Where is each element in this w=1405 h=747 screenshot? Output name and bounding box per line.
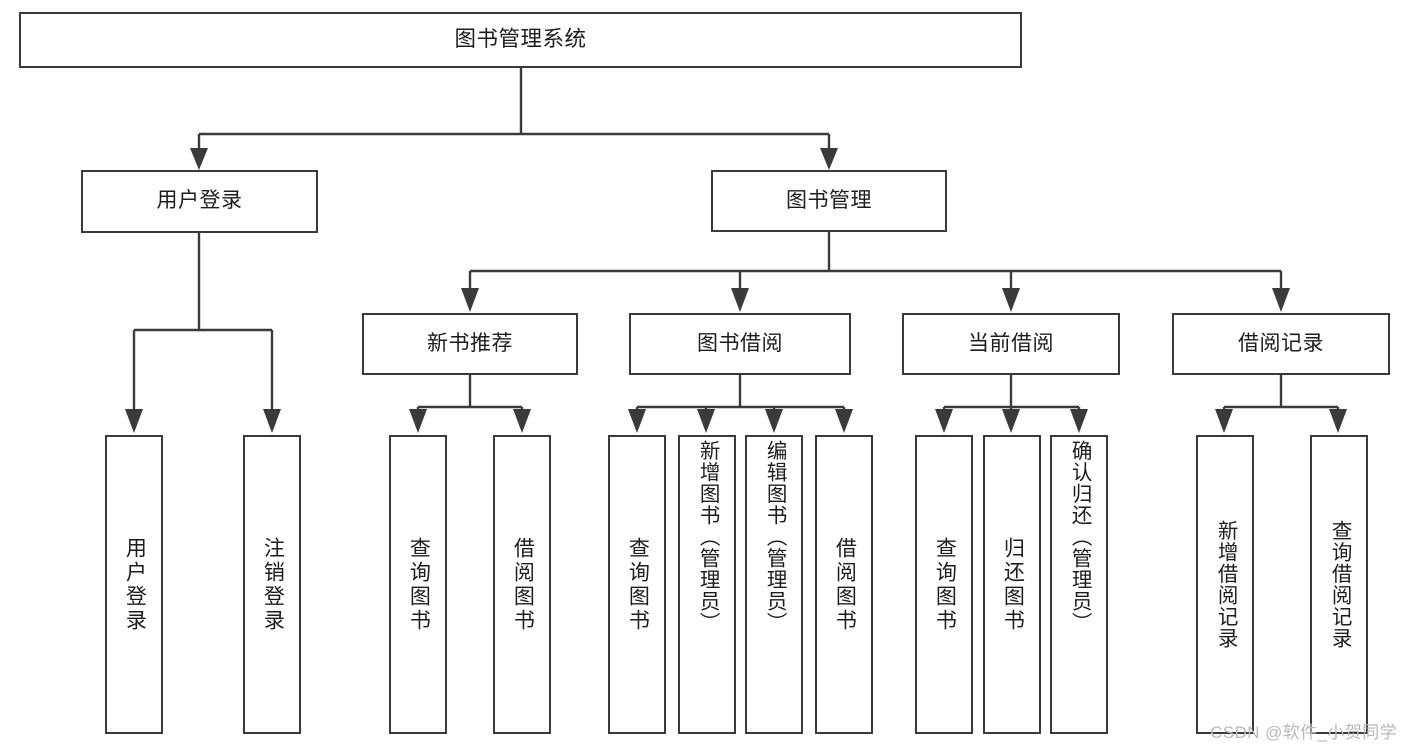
node-leaf-user-login[interactable]: 用户登录 [105,435,163,734]
arrow-leaf-add-record [1215,409,1233,433]
node-label: 借阅记录 [1238,331,1324,355]
arrow-leaf-return-book [1002,409,1020,433]
arrow-leaf-query-book-3 [935,409,953,433]
node-label: 归还图书 [1001,536,1025,633]
arrow-bookmgmt [820,148,838,170]
node-user-login[interactable]: 用户登录 [81,170,318,233]
node-book-borrow[interactable]: 图书借阅 [629,313,851,375]
node-leaf-borrow-book-2[interactable]: 借阅图书 [815,435,873,734]
node-leaf-query-book-1[interactable]: 查询图书 [389,435,447,734]
node-root-book-management-system[interactable]: 图书管理系统 [19,12,1022,68]
node-label: 新增图书（管理员） [696,440,720,634]
arrow-leaf-add-book [697,409,715,433]
node-label: 用户登录 [123,536,147,633]
arrow-userlogin [190,148,208,170]
node-borrow-record[interactable]: 借阅记录 [1172,313,1390,375]
watermark: CSDN @软件_小贺同学 [1210,723,1397,742]
arrow-leaf-borrow-book-1 [513,409,531,433]
node-label: 查询图书 [407,536,431,633]
node-label: 注销登录 [261,536,285,633]
node-current-borrow[interactable]: 当前借阅 [902,313,1120,375]
arrow-leaf-user-login [125,409,143,433]
arrow-leaf-query-book-1 [409,409,427,433]
node-label: 查询图书 [626,536,650,633]
node-leaf-confirm-return[interactable]: 确认归还（管理员） [1050,435,1108,734]
arrow-new-book-recommend [461,288,479,312]
node-label: 图书管理系统 [454,27,587,52]
node-leaf-add-record[interactable]: 新增借阅记录 [1196,435,1254,734]
arrow-leaf-confirm-return [1070,409,1088,433]
node-leaf-edit-book[interactable]: 编辑图书（管理员） [745,435,803,734]
node-label: 图书借阅 [697,331,783,355]
node-label: 借阅图书 [511,536,535,633]
arrow-book-borrow [731,288,749,312]
node-label: 新书推荐 [427,331,513,355]
node-label: 借阅图书 [833,536,857,633]
arrow-leaf-query-record [1329,409,1347,433]
node-label: 编辑图书（管理员） [763,440,787,634]
node-leaf-borrow-book-1[interactable]: 借阅图书 [493,435,551,734]
node-leaf-query-book-2[interactable]: 查询图书 [608,435,666,734]
arrow-leaf-query-book-2 [628,409,646,433]
node-leaf-return-book[interactable]: 归还图书 [983,435,1041,734]
node-label: 当前借阅 [968,331,1054,355]
node-label: 新增借阅记录 [1214,520,1238,649]
node-leaf-logout-login[interactable]: 注销登录 [243,435,301,734]
arrow-leaf-logout-login [263,409,281,433]
node-label: 图书管理 [786,188,872,212]
node-leaf-add-book[interactable]: 新增图书（管理员） [678,435,736,734]
node-label: 查询借阅记录 [1328,520,1352,649]
node-leaf-query-record[interactable]: 查询借阅记录 [1310,435,1368,734]
arrow-leaf-borrow-book-2 [835,409,853,433]
node-new-book-recommend[interactable]: 新书推荐 [362,313,578,375]
arrow-borrow-record [1272,288,1290,312]
node-label: 用户登录 [156,189,243,213]
arrow-leaf-edit-book [765,409,783,433]
node-label: 确认归还（管理员） [1068,440,1092,634]
node-label: 查询图书 [933,536,957,633]
node-leaf-query-book-3[interactable]: 查询图书 [915,435,973,734]
arrow-current-borrow [1002,288,1020,312]
node-book-management[interactable]: 图书管理 [711,170,947,232]
